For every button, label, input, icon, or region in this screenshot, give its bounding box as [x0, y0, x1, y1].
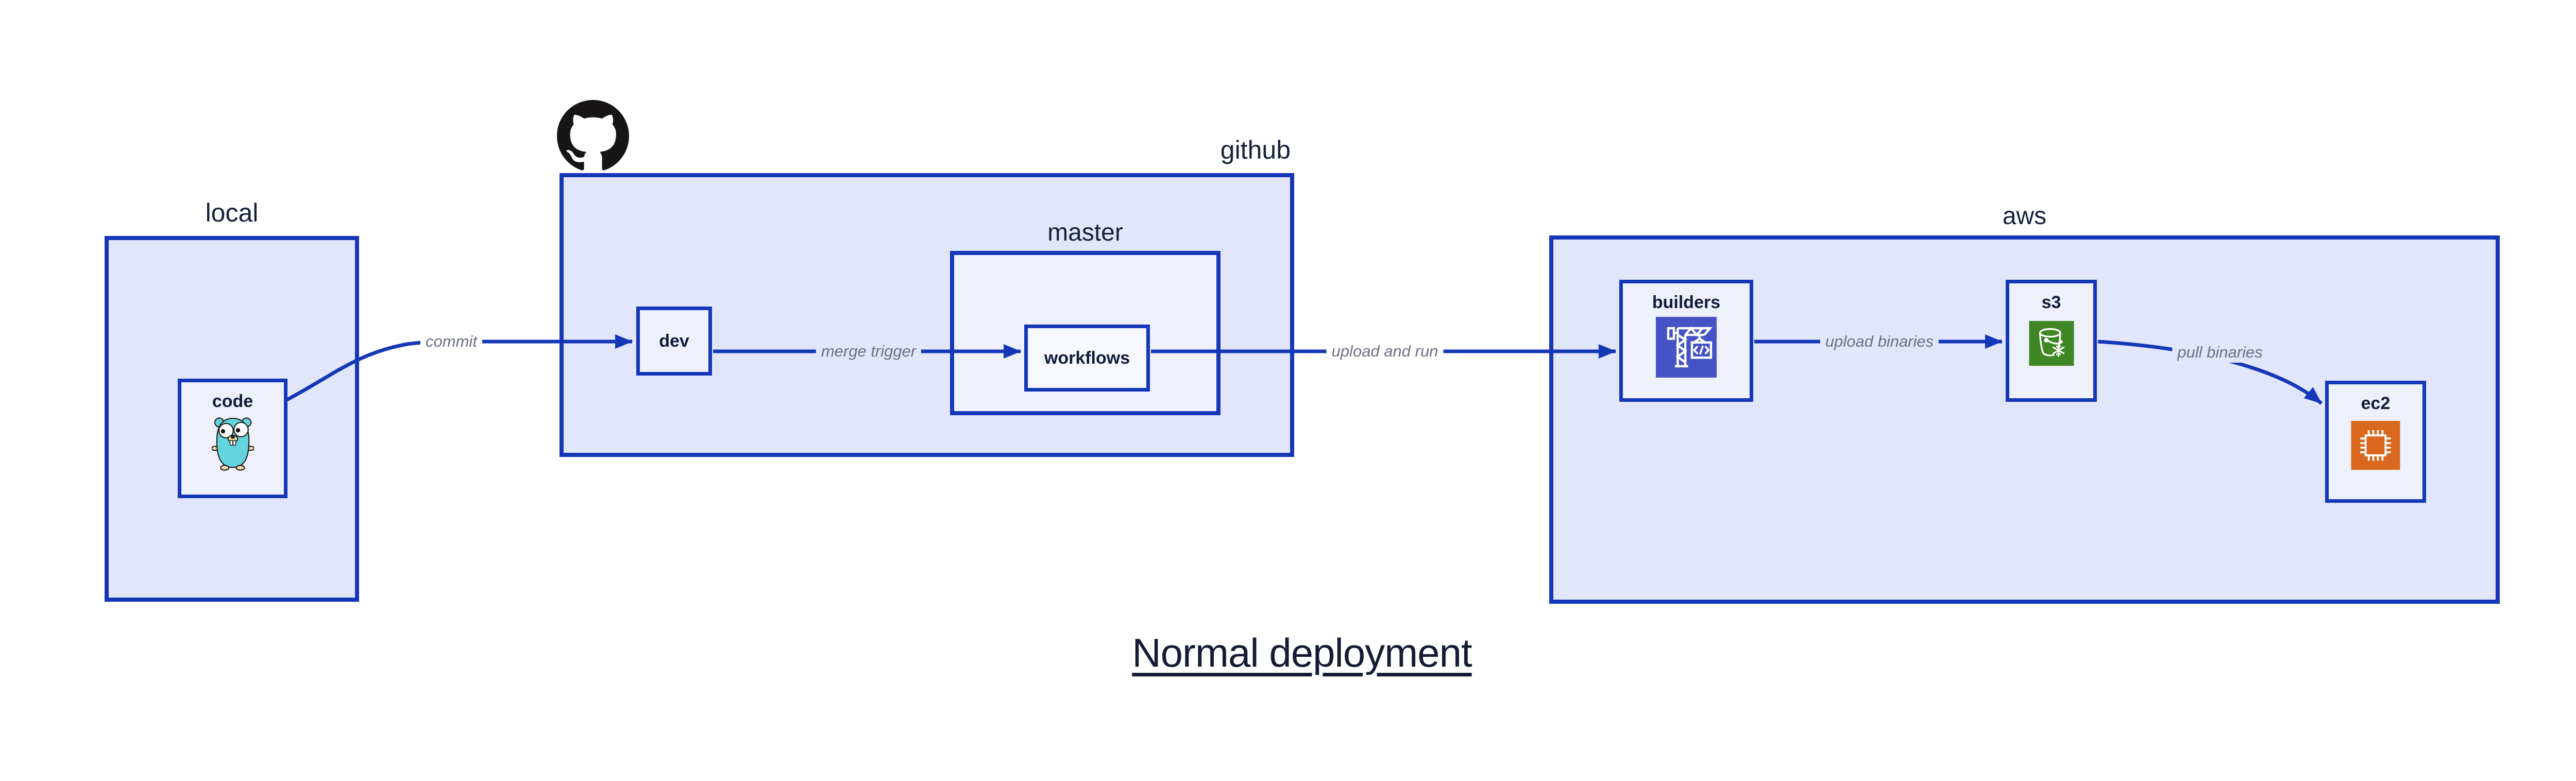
- edge-label-merge-trigger: merge trigger: [816, 341, 922, 362]
- diagram-title: Normal deployment: [0, 630, 2576, 676]
- github-octocat-icon: [557, 100, 629, 171]
- edge-label-upload-binaries: upload binaries: [1820, 331, 1939, 352]
- node-ec2-label: ec2: [2361, 394, 2391, 413]
- aws-ec2-icon: [2351, 421, 2400, 470]
- edge-label-pull-binaries: pull binaries: [2172, 342, 2268, 363]
- node-workflows-label: workflows: [1044, 348, 1130, 368]
- edge-label-upload-and-run: upload and run: [1326, 341, 1444, 362]
- aws-s3-glacier-icon: [2029, 321, 2074, 366]
- aws-codebuild-icon: [1656, 317, 1717, 378]
- node-s3-label: s3: [2041, 293, 2061, 312]
- node-code: code: [178, 379, 287, 498]
- node-builders-label: builders: [1652, 293, 1721, 312]
- diagram-title-text: Normal deployment: [1132, 630, 1472, 675]
- node-code-label: code: [212, 392, 253, 411]
- node-workflows: workflows: [1024, 325, 1150, 392]
- node-dev-label: dev: [659, 331, 689, 351]
- node-ec2: ec2: [2325, 381, 2426, 503]
- local-container-label: local: [205, 198, 259, 227]
- node-dev: dev: [636, 307, 712, 376]
- node-s3: s3: [2006, 280, 2097, 402]
- node-builders: builders: [1619, 280, 1753, 402]
- edge-pull-binaries: [2097, 339, 2323, 405]
- github-container-label: github: [1220, 135, 1291, 164]
- aws-container-label: aws: [2002, 202, 2047, 230]
- go-gopher-icon: [211, 417, 254, 471]
- master-branch-label: master: [1047, 219, 1123, 246]
- edge-label-commit: commit: [420, 331, 482, 352]
